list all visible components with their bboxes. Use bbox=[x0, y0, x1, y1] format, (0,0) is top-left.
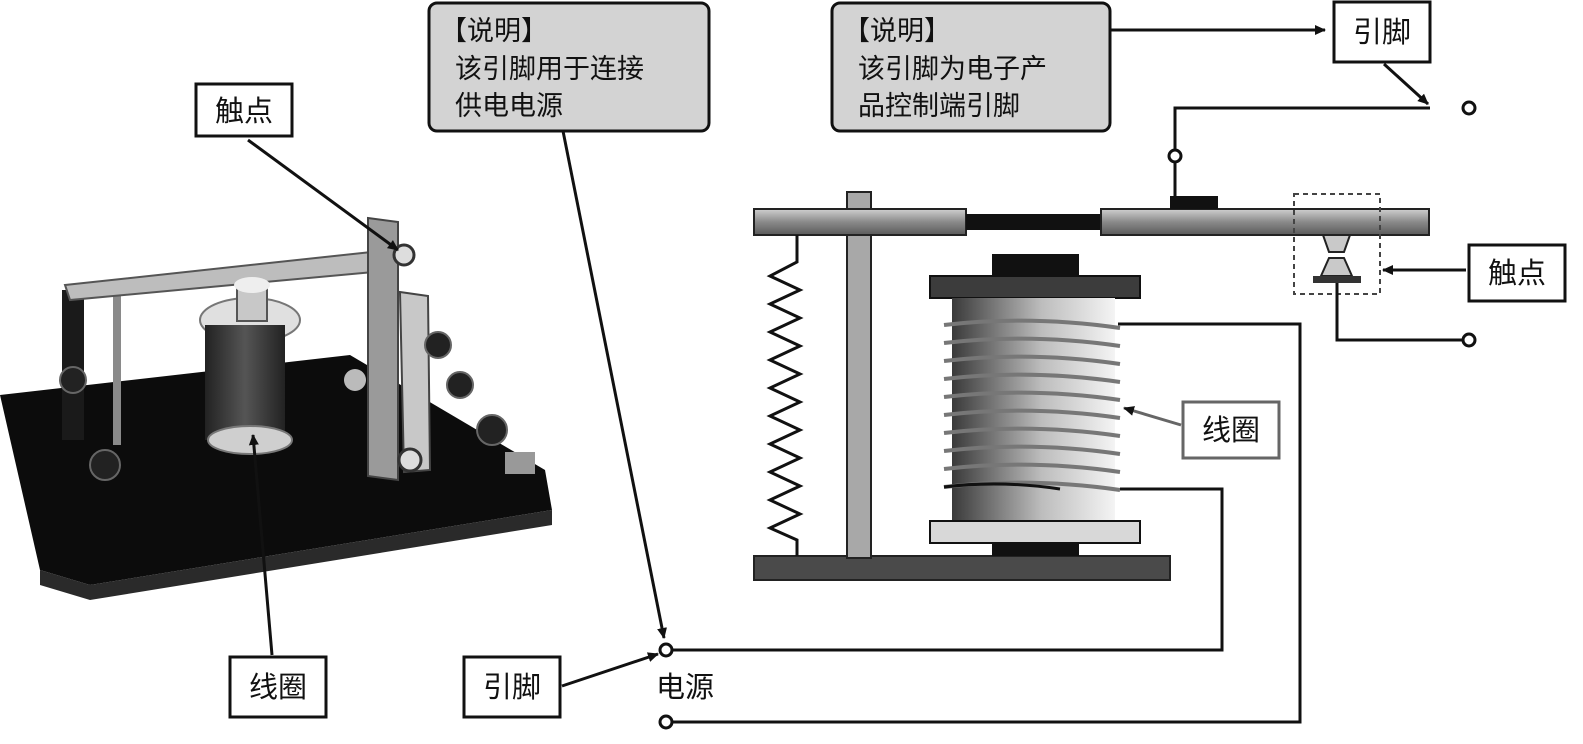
armature-terminal bbox=[1167, 148, 1183, 164]
control-pin-note: 【说明】 该引脚为电子产 品控制端引脚 bbox=[830, 1, 1112, 133]
photo-contact-label-box bbox=[194, 82, 294, 138]
bottom-pin-label-box bbox=[462, 655, 562, 719]
bottom-pin-label: 引脚 bbox=[483, 670, 541, 704]
armature-hinge bbox=[966, 214, 1101, 230]
bottom-pin-arrow bbox=[561, 652, 659, 688]
coil bbox=[929, 254, 1141, 556]
control-pin-terminal bbox=[1461, 100, 1477, 116]
svg-text:【说明】: 【说明】 bbox=[843, 16, 951, 47]
photo-contact-label: 触点 bbox=[215, 94, 273, 128]
top-pin-label-box bbox=[1332, 0, 1432, 64]
svg-text:该引脚为电子产: 该引脚为电子产 bbox=[858, 54, 1047, 85]
contact-pin-terminal bbox=[1461, 332, 1477, 348]
power-source-label: 电源 bbox=[656, 670, 714, 704]
svg-text:供电电源: 供电电源 bbox=[455, 91, 563, 122]
relay-base bbox=[753, 555, 1171, 581]
svg-text:品控制端引脚: 品控制端引脚 bbox=[858, 91, 1020, 122]
photo-coil-label-box bbox=[228, 655, 328, 719]
diagram-contact-label: 触点 bbox=[1488, 256, 1546, 290]
diagram-coil-arrow bbox=[1123, 406, 1182, 427]
diagram-coil-label-box bbox=[1181, 400, 1281, 460]
power-pin-terminal-1 bbox=[658, 642, 674, 658]
power-note-arrow bbox=[561, 130, 667, 639]
power-pin-note: 【说明】 该引脚用于连接 供电电源 bbox=[427, 1, 711, 133]
relay-photo bbox=[0, 216, 552, 600]
top-pin-arrow bbox=[1382, 62, 1430, 106]
wiring bbox=[672, 106, 1462, 724]
photo-contact-arrow bbox=[247, 138, 399, 252]
svg-text:该引脚用于连接: 该引脚用于连接 bbox=[455, 54, 644, 85]
spring bbox=[766, 235, 804, 556]
top-pin-label: 引脚 bbox=[1353, 15, 1411, 49]
photo-coil-label: 线圈 bbox=[249, 670, 307, 704]
armature-left bbox=[753, 208, 967, 236]
armature-right bbox=[1100, 208, 1430, 236]
svg-text:【说明】: 【说明】 bbox=[440, 16, 548, 47]
diagram-coil-label: 线圈 bbox=[1202, 413, 1260, 447]
photo-coil-arrow bbox=[248, 434, 274, 656]
power-pin-terminal-2 bbox=[658, 714, 674, 730]
diagram-contact-label-box bbox=[1467, 243, 1567, 303]
relay-post bbox=[846, 191, 872, 559]
